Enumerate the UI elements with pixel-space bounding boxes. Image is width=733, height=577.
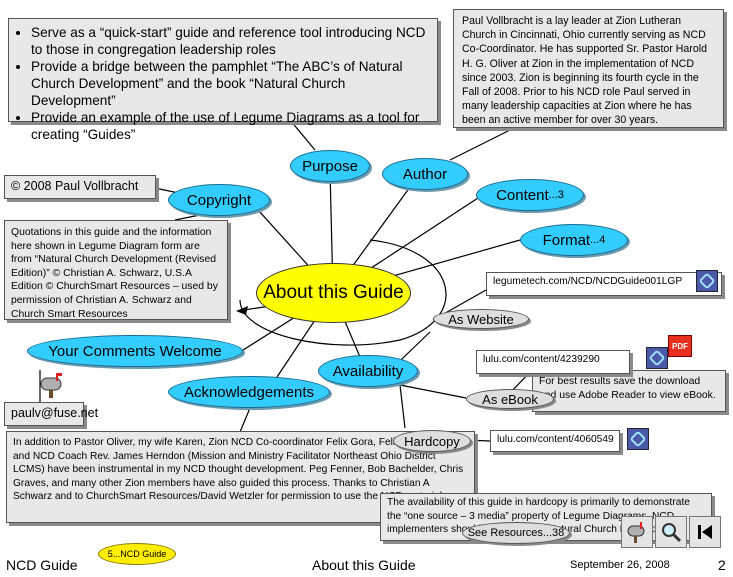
hardcopy-url-text[interactable]: lulu.com/content/4060549 — [497, 434, 614, 445]
mailbox-icon — [627, 522, 645, 543]
pdf-icon-label: PDF — [672, 341, 688, 351]
node-availability-label: Availability — [332, 362, 404, 380]
search-nav-button[interactable] — [655, 516, 687, 548]
node-as-ebook[interactable]: As eBook — [466, 389, 554, 409]
node-copyright-label: Copyright — [186, 191, 252, 209]
hardcopy-url[interactable]: lulu.com/content/4060549 — [490, 430, 620, 452]
node-see-resources[interactable]: See Resources...38 — [462, 522, 570, 544]
quotations-text: Quotations in this guide and the informa… — [11, 227, 218, 320]
node-center-label: About this Guide — [263, 282, 404, 303]
quotations-box: Quotations in this guide and the informa… — [4, 220, 228, 320]
mailbox-icon[interactable] — [38, 370, 66, 398]
author-text: Paul Vollbracht is a lay leader at Zion … — [462, 15, 707, 127]
link-icon[interactable] — [696, 270, 718, 292]
footer-badge-label: 5...NCD Guide — [107, 549, 167, 559]
node-purpose-label: Purpose — [302, 157, 358, 175]
node-see-resources-label: See Resources...38 — [467, 527, 565, 539]
email-text[interactable]: paulv@fuse.net — [11, 406, 99, 420]
purpose-list: Serve as a “quick-start” guide and refer… — [17, 24, 429, 143]
node-as-ebook-label: As eBook — [482, 391, 538, 407]
ebook-note-box: For best results save the download and u… — [532, 370, 726, 412]
link-icon[interactable] — [627, 428, 649, 450]
node-hardcopy-label: Hardcopy — [404, 433, 460, 449]
node-comments-label: Your Comments Welcome — [48, 342, 222, 360]
node-content[interactable]: Content...3 — [476, 179, 584, 211]
footer-badge[interactable]: 5...NCD Guide — [98, 543, 176, 565]
mail-nav-button[interactable] — [621, 516, 653, 548]
first-page-button[interactable] — [689, 516, 721, 548]
node-author[interactable]: Author — [382, 158, 468, 190]
website-url-text[interactable]: legumetech.com/NCD/NCDGuide001LGP — [493, 276, 683, 287]
website-url[interactable]: legumetech.com/NCD/NCDGuide001LGP — [486, 272, 722, 296]
node-copyright[interactable]: Copyright — [168, 184, 270, 216]
pdf-icon[interactable]: PDF — [668, 335, 692, 357]
ebook-url[interactable]: lulu.com/content/4239290 — [476, 350, 630, 374]
magnifier-icon — [662, 523, 682, 543]
purpose-item: Serve as a “quick-start” guide and refer… — [31, 24, 429, 58]
node-availability[interactable]: Availability — [318, 355, 418, 387]
footer-page: 2 — [718, 557, 726, 573]
node-author-label: Author — [402, 165, 448, 183]
footer-date: September 26, 2008 — [570, 559, 670, 571]
first-page-icon — [698, 525, 712, 539]
author-box: Paul Vollbracht is a lay leader at Zion … — [453, 9, 724, 128]
node-acknowledgements-label: Acknowledgements — [183, 383, 315, 401]
acknowledgements-text: In addition to Pastor Oliver, my wife Ka… — [13, 437, 464, 503]
copyright-box: © 2008 Paul Vollbracht — [4, 175, 156, 199]
footer-left: NCD Guide — [6, 557, 78, 573]
footer-center: About this Guide — [312, 557, 416, 573]
ebook-note-text: For best results save the download and u… — [539, 376, 716, 401]
purpose-box: Serve as a “quick-start” guide and refer… — [8, 18, 438, 142]
purpose-item: Provide an example of the use of Legume … — [31, 109, 429, 143]
email-box[interactable]: paulv@fuse.net — [4, 402, 98, 426]
node-center[interactable]: About this Guide — [256, 263, 411, 323]
link-icon[interactable] — [646, 347, 668, 369]
copyright-text: © 2008 Paul Vollbracht — [11, 179, 139, 193]
purpose-item: Provide a bridge between the pamphlet “T… — [31, 58, 429, 109]
node-format-ref: ...4 — [590, 234, 606, 246]
node-as-website[interactable]: As Website — [433, 309, 529, 329]
node-hardcopy[interactable]: Hardcopy — [393, 430, 471, 452]
node-purpose[interactable]: Purpose — [290, 150, 370, 182]
node-content-label: Content — [496, 186, 549, 204]
node-content-ref: ...3 — [548, 189, 564, 201]
node-acknowledgements[interactable]: Acknowledgements — [168, 376, 330, 408]
node-format[interactable]: Format...4 — [520, 224, 628, 256]
node-comments[interactable]: Your Comments Welcome — [27, 335, 243, 367]
ebook-url-text[interactable]: lulu.com/content/4239290 — [483, 354, 600, 365]
acknowledgements-box: In addition to Pastor Oliver, my wife Ka… — [6, 431, 475, 523]
node-format-label: Format — [542, 231, 591, 249]
node-as-website-label: As Website — [448, 311, 514, 327]
